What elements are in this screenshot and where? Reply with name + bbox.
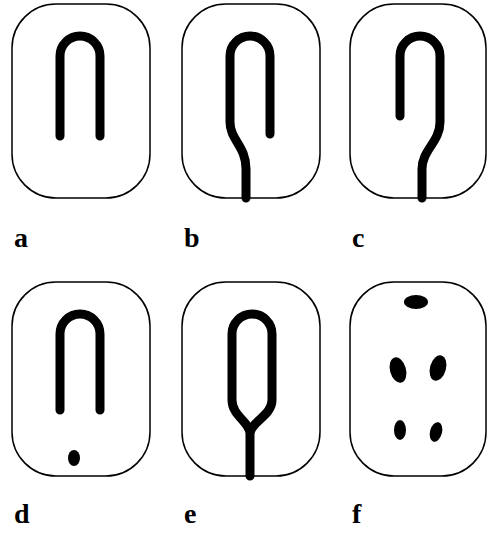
fragment — [404, 295, 428, 309]
chromosome-loop — [60, 314, 100, 410]
cell-outline — [12, 4, 150, 198]
cell-panel — [182, 282, 320, 476]
fragment — [428, 421, 445, 443]
fragment — [394, 420, 406, 440]
cell-panel — [12, 282, 150, 476]
cell-outline — [350, 282, 486, 476]
cell-outline — [182, 4, 320, 198]
fragment — [387, 355, 409, 384]
chromosome-loop — [400, 36, 440, 198]
cell-panel — [182, 4, 320, 198]
panel-letter: b — [184, 224, 200, 252]
cell-panel — [350, 4, 486, 198]
panel-letter: c — [352, 224, 364, 252]
cell-outline — [182, 282, 320, 476]
panel-letter: e — [184, 500, 196, 528]
panel-letter: a — [14, 224, 28, 252]
panel-letter: f — [352, 500, 361, 528]
cell-panel — [12, 4, 150, 198]
chromosome-loop — [60, 36, 100, 136]
fragment — [68, 450, 80, 466]
cell-panel — [350, 282, 486, 476]
chromosome-ring — [232, 314, 272, 476]
panel-letter: d — [14, 500, 30, 528]
chromosome-loop — [230, 36, 270, 198]
cell-outline — [12, 282, 150, 476]
fragment — [427, 353, 449, 382]
cell-outline — [350, 4, 486, 198]
